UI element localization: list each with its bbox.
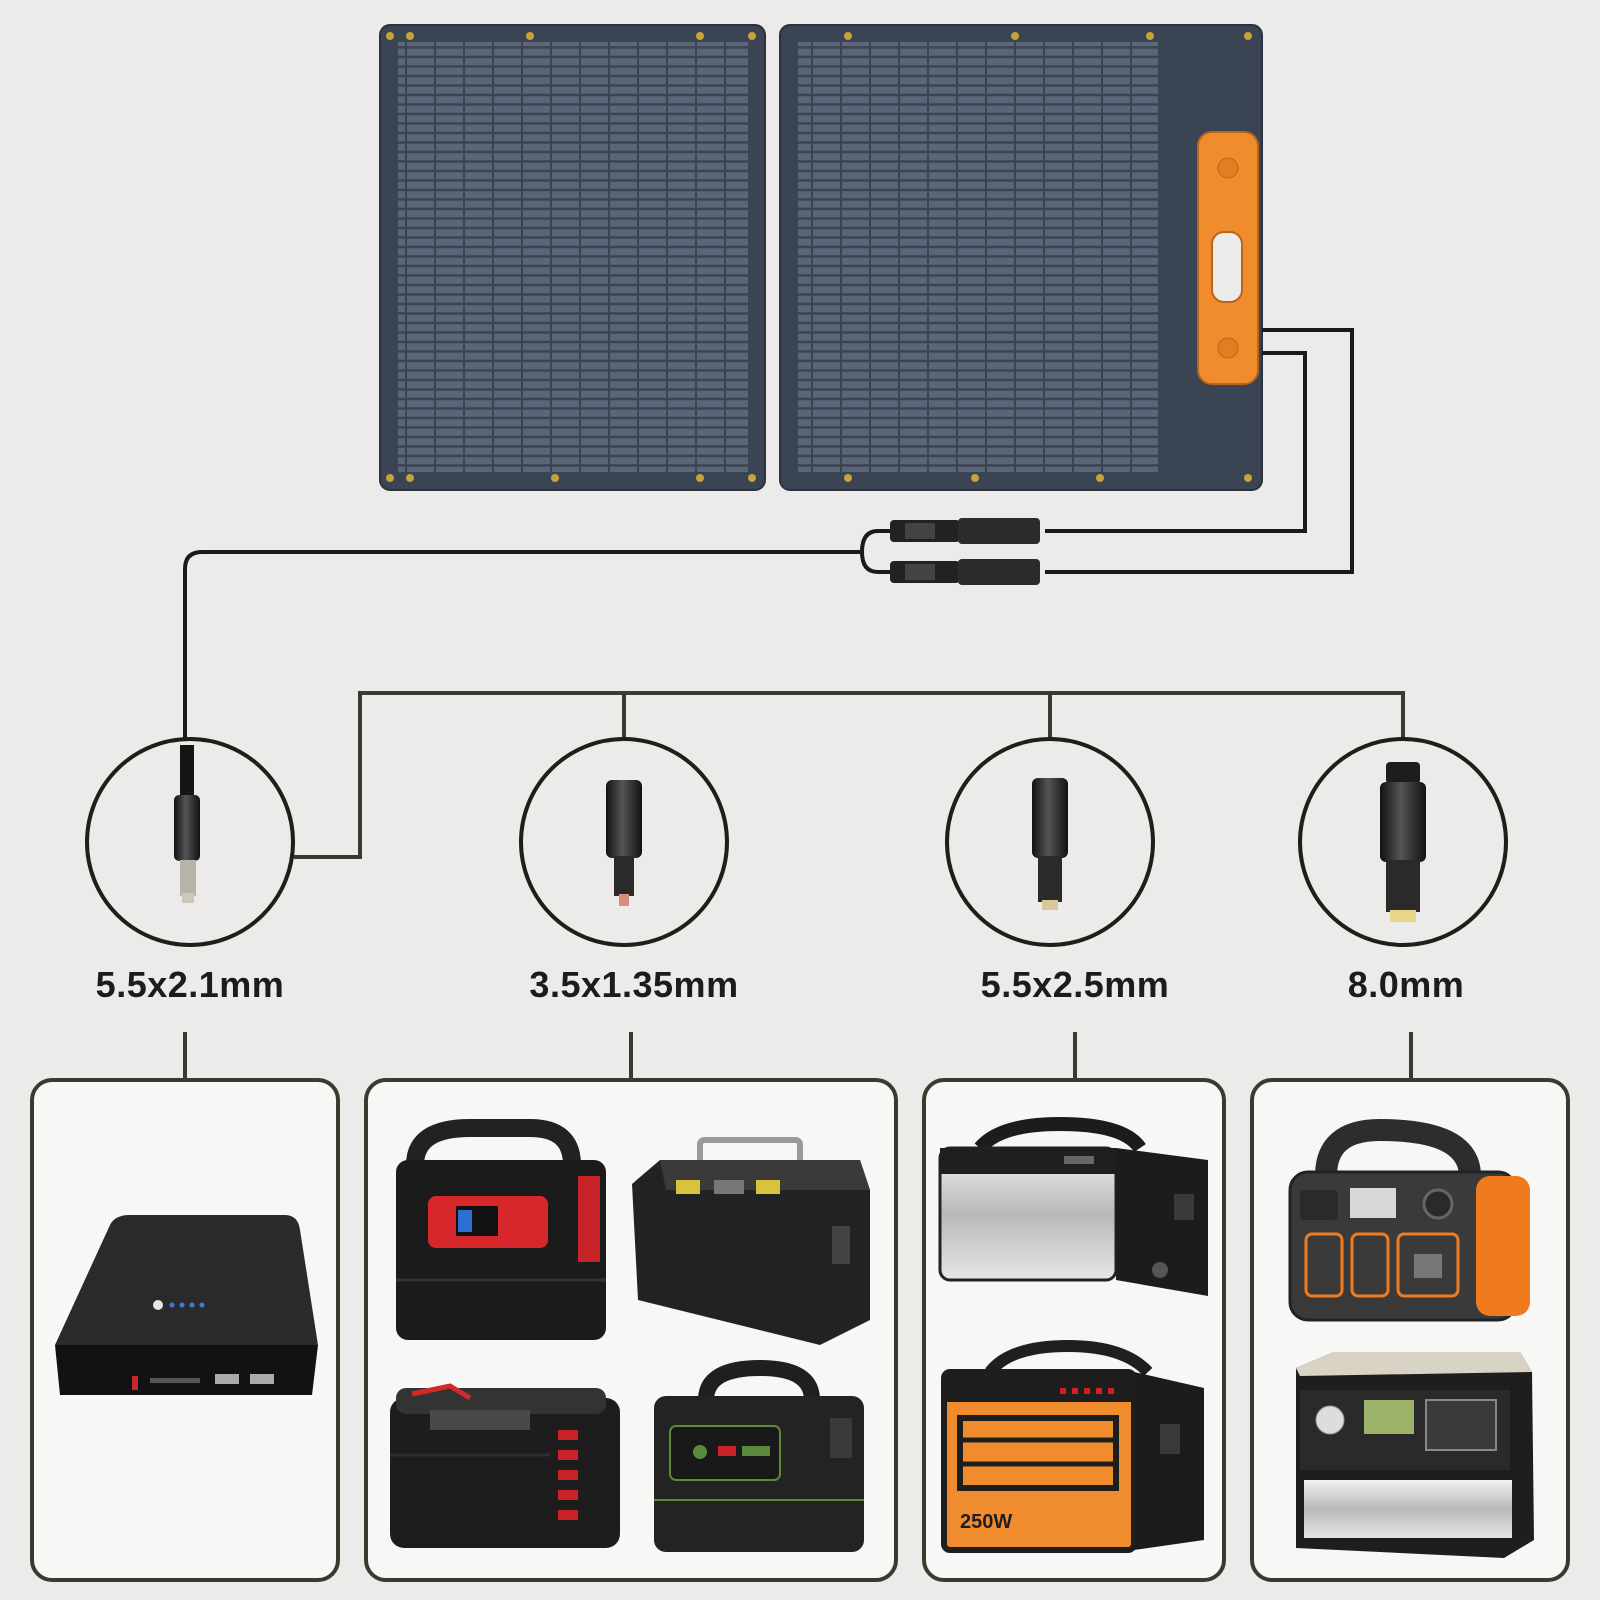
dc-adapter-plug-icon xyxy=(1032,778,1068,910)
panel-left-cells xyxy=(398,42,748,472)
connector-size-label: 8.0mm xyxy=(1347,964,1465,1005)
power-station-orange-250w-image: 250W xyxy=(941,1339,1204,1553)
connector-size-label: 5.5x2.1mm xyxy=(95,964,285,1005)
plug-tip xyxy=(182,893,194,903)
power-station-green-accent-image xyxy=(654,1359,864,1552)
power-station-red-stripes-image xyxy=(390,1383,620,1548)
connector-circle-5-5x2-5 xyxy=(945,737,1155,947)
dc-barrel-plug-icon xyxy=(174,745,200,903)
plug-tip xyxy=(619,894,629,906)
connector-circle-3-5x1-35 xyxy=(519,737,729,947)
panel-right-cells xyxy=(798,42,1158,472)
mc4-connector-bottom xyxy=(890,559,1040,585)
power-station-gray-box-image xyxy=(632,1137,870,1345)
panel-grommets xyxy=(386,32,1252,482)
dc-adapter-plug-icon xyxy=(606,780,642,906)
device-badge-250w: 250W xyxy=(960,1511,1012,1533)
solar-panel xyxy=(379,24,1263,491)
connector-circle-8-0 xyxy=(1298,737,1508,947)
panel-output-cables xyxy=(183,328,1354,745)
power-station-beige-silver-image xyxy=(1296,1352,1534,1558)
power-station-silver-image xyxy=(938,1116,1208,1296)
power-bank-image xyxy=(55,1215,318,1395)
plug-tip xyxy=(1390,910,1416,922)
connector-size-label: 3.5x1.35mm xyxy=(529,964,739,1005)
connector-size-label: 5.5x2.5mm xyxy=(980,964,1170,1005)
device-drop-lines xyxy=(183,1032,1413,1080)
mc4-connector-top xyxy=(890,518,1040,544)
power-station-orange-handle-image xyxy=(1288,1118,1530,1322)
connector-circle-5-5x2-1 xyxy=(85,737,295,947)
dc-adapter-plug-icon xyxy=(1380,762,1426,922)
orange-carry-handle xyxy=(1197,131,1259,385)
mc4-connector-pair xyxy=(890,518,1040,585)
power-station-red-display-image xyxy=(396,1119,606,1340)
adapter-branch-lines xyxy=(294,691,1405,859)
plug-tip xyxy=(1042,900,1058,910)
